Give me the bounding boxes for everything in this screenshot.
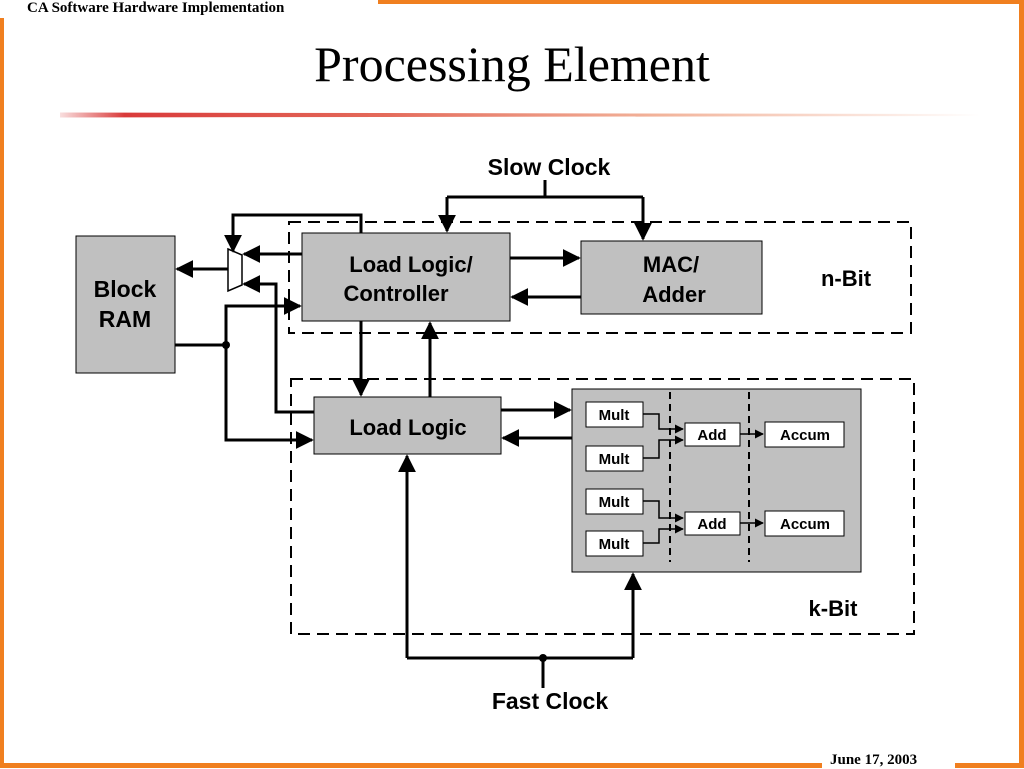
mac-label-line-1: MAC/ [643,252,699,277]
frame-bottom-border [0,763,822,768]
mult-label-1: Mult [599,407,630,424]
accum-box-1 [764,421,845,448]
fast-clock-label: Fast Clock [492,688,609,714]
mult-label-3: Mult [599,494,630,511]
mult-1-to-add-1 [643,413,684,434]
n-bit-label: n-Bit [821,266,872,291]
mux-select-line [224,213,363,253]
block-ram-to-load-logic [224,345,314,449]
title-underline [60,112,980,118]
mult-box-3 [585,488,644,515]
accum-label-2: Accum [780,516,830,533]
slow-clock-label: Slow Clock [488,154,611,180]
mac-adder-block [580,240,763,315]
block-ram [75,235,176,374]
k-bit-region [290,378,915,635]
load-logic-label: Load Logic [349,415,466,440]
mult-label-4: Mult [599,536,630,553]
frame-bottom-border-right [955,763,1024,768]
controller-label-line-1: Load Logic/ [349,252,472,277]
block-ram-label-line-2: RAM [99,306,151,332]
accum-label-1: Accum [780,427,830,444]
mult-4-to-add-2 [643,524,684,544]
block-ram-to-controller [224,297,302,345]
frame-right-border [1019,0,1024,768]
mux-symbol [227,247,243,293]
mult-label-2: Mult [599,451,630,468]
load-logic-to-mux [242,275,314,414]
slide-title: Processing Element [314,36,710,92]
add-label-2: Add [697,516,726,533]
n-bit-region [288,221,912,334]
k-bit-label: k-Bit [809,596,859,621]
footer-date: June 17, 2003 [830,752,918,768]
mult-box-1 [585,401,644,428]
accum-box-2 [764,510,845,537]
add-label-1: Add [697,427,726,444]
block-ram-junction [222,341,230,349]
block-ram-label-line-1: Block [94,276,157,302]
frame-left-border [0,18,4,768]
mult-2-to-add-1 [643,435,684,459]
mac-label-line-2: Adder [642,282,706,307]
controller-label-line-2: Controller [343,281,449,306]
mult-3-to-add-2 [643,500,684,523]
mult-box-4 [585,530,644,557]
load-logic-controller-block [301,232,511,322]
frame-top-border [378,0,1024,4]
presentation-title: CA Software Hardware Implementation [27,0,285,16]
fast-clock-junction [539,654,547,662]
load-logic-block [313,396,502,455]
